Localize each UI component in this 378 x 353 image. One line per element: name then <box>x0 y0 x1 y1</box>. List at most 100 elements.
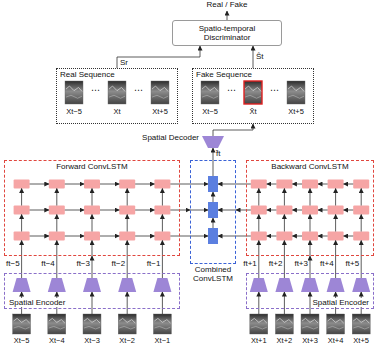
frame-image <box>201 81 219 104</box>
connector <box>310 256 311 273</box>
decoder-trapezoid: Spatial Decoder <box>202 136 224 148</box>
frame-texture <box>154 318 170 323</box>
flow-arrow <box>135 236 154 237</box>
flow-arrow <box>310 241 311 257</box>
frame-image <box>118 314 136 334</box>
frame-image <box>83 314 101 334</box>
flow-arrow <box>30 210 49 211</box>
flow-arrow <box>100 184 119 185</box>
frame-label: Xt−5 <box>66 107 82 116</box>
convlstm-cell <box>49 206 65 215</box>
convlstm-cell <box>119 206 135 215</box>
frame-image <box>65 81 83 104</box>
frame-label: Xt+1 <box>251 336 267 345</box>
node-label: Backward ConvLSTM <box>247 162 373 171</box>
convlstm-cell <box>154 180 170 189</box>
feature-label: ft+1 <box>243 259 257 268</box>
frame-label: ⋯ <box>270 86 279 95</box>
convlstm-cell <box>251 232 267 241</box>
frame-texture <box>251 326 267 329</box>
frame-image <box>153 314 171 334</box>
feature-label: ft−2 <box>112 259 126 268</box>
flow-arrow <box>92 189 93 206</box>
frame-texture <box>14 318 30 323</box>
flow-arrow <box>258 292 259 314</box>
output-label: Real / Fake <box>207 0 248 9</box>
frame-texture <box>84 318 100 323</box>
frame-image <box>151 81 169 104</box>
feature-label: ft+3 <box>294 259 308 268</box>
frame-texture <box>49 326 65 329</box>
flow-arrow <box>65 210 84 211</box>
frame-label: X̂t <box>249 107 256 116</box>
flow-arrow <box>284 292 285 314</box>
connector <box>213 148 214 160</box>
frame-texture <box>353 326 369 329</box>
flow-arrow <box>335 215 336 232</box>
discriminator-box: Spatio-temporal Discriminator <box>172 20 282 46</box>
convlstm-cell <box>302 232 318 241</box>
image-frame <box>65 81 83 104</box>
frame-image <box>48 314 66 334</box>
connector <box>253 46 254 68</box>
frame-label: ⋯ <box>134 86 143 95</box>
image-frame <box>83 314 101 334</box>
flow-arrow <box>30 184 49 185</box>
flow-arrow <box>162 189 163 206</box>
frame-label: Xt+2 <box>277 336 293 345</box>
image-frame <box>48 314 66 334</box>
frame-label: Xt+5 <box>288 107 304 116</box>
flow-arrow <box>127 189 128 206</box>
frame-texture <box>202 95 218 98</box>
image-frame <box>108 81 126 104</box>
flow-arrow <box>190 210 208 211</box>
flow-arrow <box>292 184 302 185</box>
encoder-trapezoid <box>352 278 370 292</box>
connector <box>213 124 253 136</box>
node-label: Real Sequence <box>60 70 115 79</box>
frame-texture <box>66 86 82 91</box>
frame-image <box>108 81 126 104</box>
frame-texture <box>109 86 125 91</box>
frame-texture <box>302 326 318 329</box>
flow-arrow <box>344 210 354 211</box>
encoder-trapezoid <box>301 278 319 292</box>
frame-label: Xt−3 <box>84 336 100 345</box>
feature-label: ft−1 <box>147 259 161 268</box>
flow-arrow <box>361 189 362 206</box>
convlstm-cell <box>14 206 30 215</box>
frame-texture <box>202 86 218 91</box>
frame-texture <box>328 318 344 323</box>
frame-image <box>301 314 319 334</box>
frame-texture <box>14 326 30 329</box>
combined-box: Combined ConvLSTM <box>190 160 236 264</box>
frame-label: ⋯ <box>227 86 236 95</box>
frame-label: Xt+5 <box>353 336 369 345</box>
convlstm-cell <box>302 180 318 189</box>
node-label: Combined ConvLSTM <box>179 265 247 283</box>
frame-texture <box>152 95 168 98</box>
convlstm-cell <box>302 206 318 215</box>
image-frame <box>244 81 262 104</box>
flow-arrow <box>21 215 22 232</box>
flow-arrow <box>21 189 22 206</box>
frame-texture <box>251 318 267 323</box>
convlstm-cell <box>328 206 344 215</box>
encoder-trapezoid <box>250 278 268 292</box>
flow-arrow <box>162 292 163 314</box>
image-frame <box>151 81 169 104</box>
encoder-trapezoid <box>13 278 31 292</box>
frame-texture <box>49 318 65 323</box>
convlstm-cell <box>49 232 65 241</box>
frame-label: Xt+4 <box>328 336 344 345</box>
node-label: Spatial Decoder <box>142 133 199 142</box>
convlstm-cell <box>328 180 344 189</box>
frame-label: Xt−5 <box>14 336 30 345</box>
frame-image <box>287 81 305 104</box>
frame-texture <box>119 326 135 329</box>
flow-arrow <box>344 236 354 237</box>
connector <box>117 46 200 68</box>
node-label: Forward ConvLSTM <box>5 162 179 171</box>
convlstm-cell <box>353 180 369 189</box>
